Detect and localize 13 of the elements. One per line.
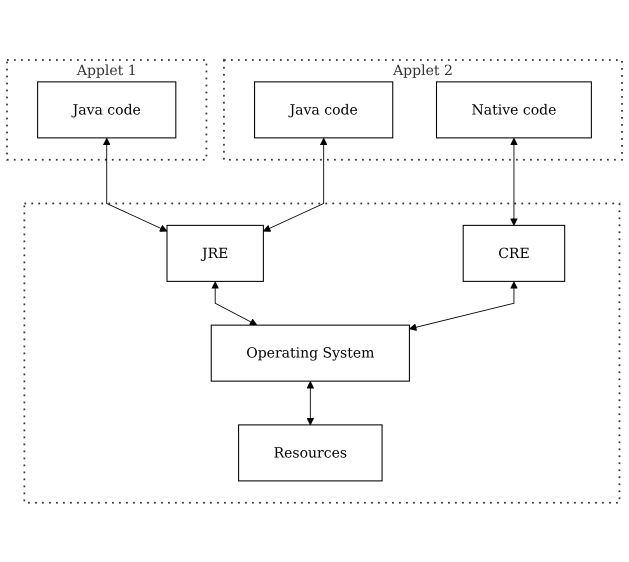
arrow xyxy=(263,137,328,232)
node-box: Operating System xyxy=(210,324,410,382)
node-box: CRE xyxy=(462,224,566,282)
node-box: JRE xyxy=(166,224,264,282)
node-box: Java code xyxy=(37,80,176,138)
arrow xyxy=(102,137,168,232)
node-box: Native code xyxy=(436,80,592,138)
node-box: Resources xyxy=(238,424,383,482)
node-box: Java code xyxy=(254,80,394,138)
arrow xyxy=(211,281,258,326)
arrow xyxy=(306,380,314,425)
arrow xyxy=(409,281,518,331)
arrow xyxy=(510,137,518,226)
